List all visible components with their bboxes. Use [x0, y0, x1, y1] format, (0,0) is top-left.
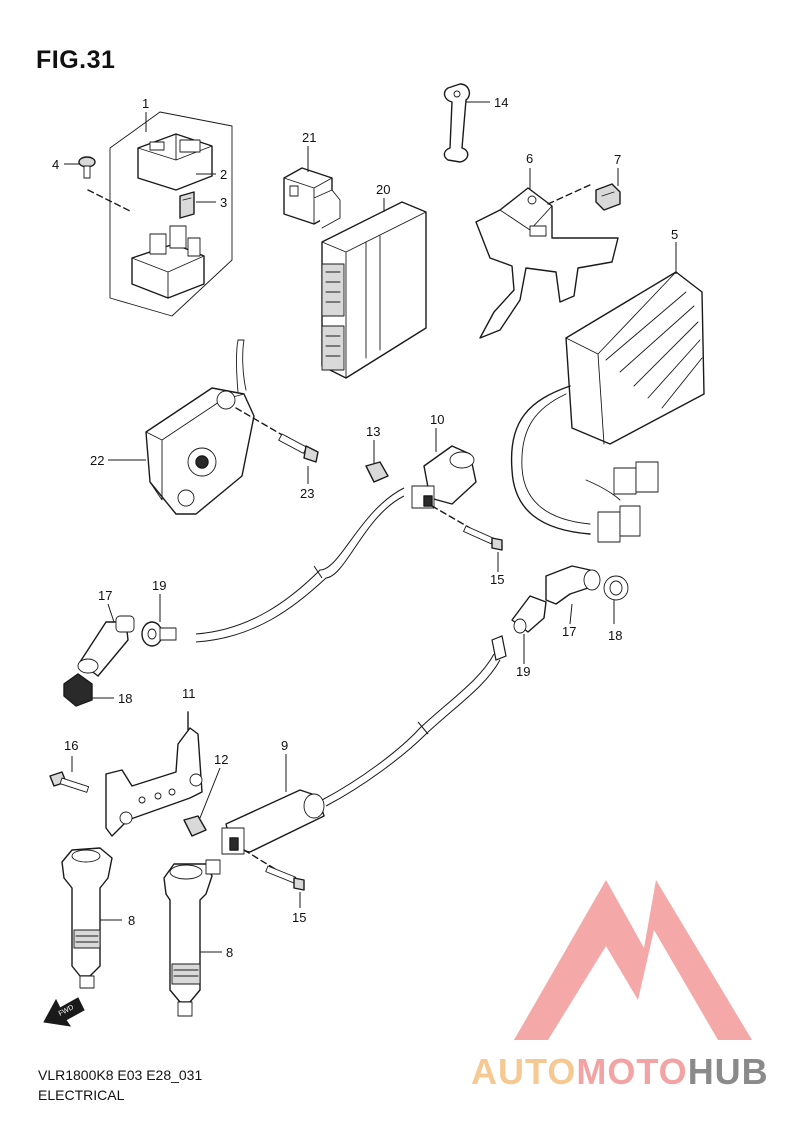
plug-cap-left[interactable]: [77, 615, 135, 677]
callout-1: 1: [142, 96, 149, 111]
callout-13: 13: [366, 424, 380, 439]
wire-clamp[interactable]: [443, 83, 471, 163]
grommet-right[interactable]: [511, 595, 547, 634]
callout-18-left: 18: [118, 691, 132, 706]
diagram-code: VLR1800K8 E03 E28_031: [38, 1067, 203, 1083]
callout-16: 16: [64, 738, 78, 753]
callout-6: 6: [526, 151, 533, 166]
callout-3: 3: [220, 195, 227, 210]
coil-bolt-upper[interactable]: [463, 525, 503, 551]
coil-cap-lower[interactable]: [183, 815, 207, 837]
watermark-logo: [514, 880, 752, 1040]
ignition-coil-upper[interactable]: [411, 445, 477, 529]
ignition-coil-lower[interactable]: [221, 789, 325, 873]
callout-21: 21: [302, 130, 316, 145]
callout-5: 5: [671, 227, 678, 242]
callout-22: 22: [90, 453, 104, 468]
callout-12: 12: [214, 752, 228, 767]
callout-8-right: 8: [226, 945, 233, 960]
callout-7: 7: [614, 152, 621, 167]
callout-2: 2: [220, 167, 227, 182]
callout-23: 23: [300, 486, 314, 501]
cap-seal-right[interactable]: [603, 575, 629, 601]
callout-19-right: 19: [516, 664, 530, 679]
watermark-part-2: MOTO: [576, 1051, 688, 1092]
callout-18-right: 18: [608, 628, 622, 643]
plug-cap-right[interactable]: [545, 565, 601, 605]
fwd-direction-arrow: FWD: [43, 997, 85, 1027]
cap-seal-left[interactable]: [63, 673, 93, 707]
callout-9: 9: [281, 738, 288, 753]
watermark-part-3: HUB: [687, 1051, 769, 1092]
callout-4: 4: [52, 157, 59, 172]
callout-11: 11: [182, 686, 196, 701]
callout-15-lower: 15: [292, 910, 306, 925]
leader-lines: [64, 101, 677, 953]
starter-relay-assembly[interactable]: [87, 111, 233, 317]
regulator-bracket[interactable]: [475, 183, 619, 339]
callout-17-right: 17: [562, 624, 576, 639]
stick-coil-right[interactable]: [163, 859, 221, 1017]
watermark-text: AUTOMOTOHUB: [471, 1052, 769, 1092]
stick-coil-left[interactable]: [61, 847, 113, 989]
callout-19-left: 19: [152, 578, 166, 593]
callout-17-left: 17: [98, 588, 112, 603]
coil-bracket[interactable]: [105, 711, 203, 837]
section-name: ELECTRICAL: [38, 1087, 125, 1103]
bracket-bolt[interactable]: [595, 183, 621, 211]
watermark-part-1: AUTO: [471, 1051, 577, 1092]
callout-15-upper: 15: [490, 572, 504, 587]
figure-title: FIG.31: [36, 46, 116, 74]
relay-screw[interactable]: [78, 156, 96, 179]
bracket-bolt-lower[interactable]: [49, 771, 90, 793]
callout-14: 14: [494, 95, 508, 110]
callout-numbers: 1 2 3 4 5 6 7 8 8 9 10 11 12 13 14 15 15…: [52, 95, 678, 960]
sensor-bolt[interactable]: [278, 433, 319, 463]
ecm-unit[interactable]: [321, 201, 427, 379]
grommet-left[interactable]: [141, 621, 177, 647]
coil-bolt-lower[interactable]: [265, 865, 305, 891]
regulator-rectifier[interactable]: [510, 271, 705, 543]
callout-20: 20: [376, 182, 390, 197]
callout-8-left: 8: [128, 913, 135, 928]
sensor-unit[interactable]: [145, 339, 285, 515]
callout-10: 10: [430, 412, 444, 427]
coil-cap-upper[interactable]: [365, 461, 389, 483]
connector-block[interactable]: [283, 167, 341, 229]
